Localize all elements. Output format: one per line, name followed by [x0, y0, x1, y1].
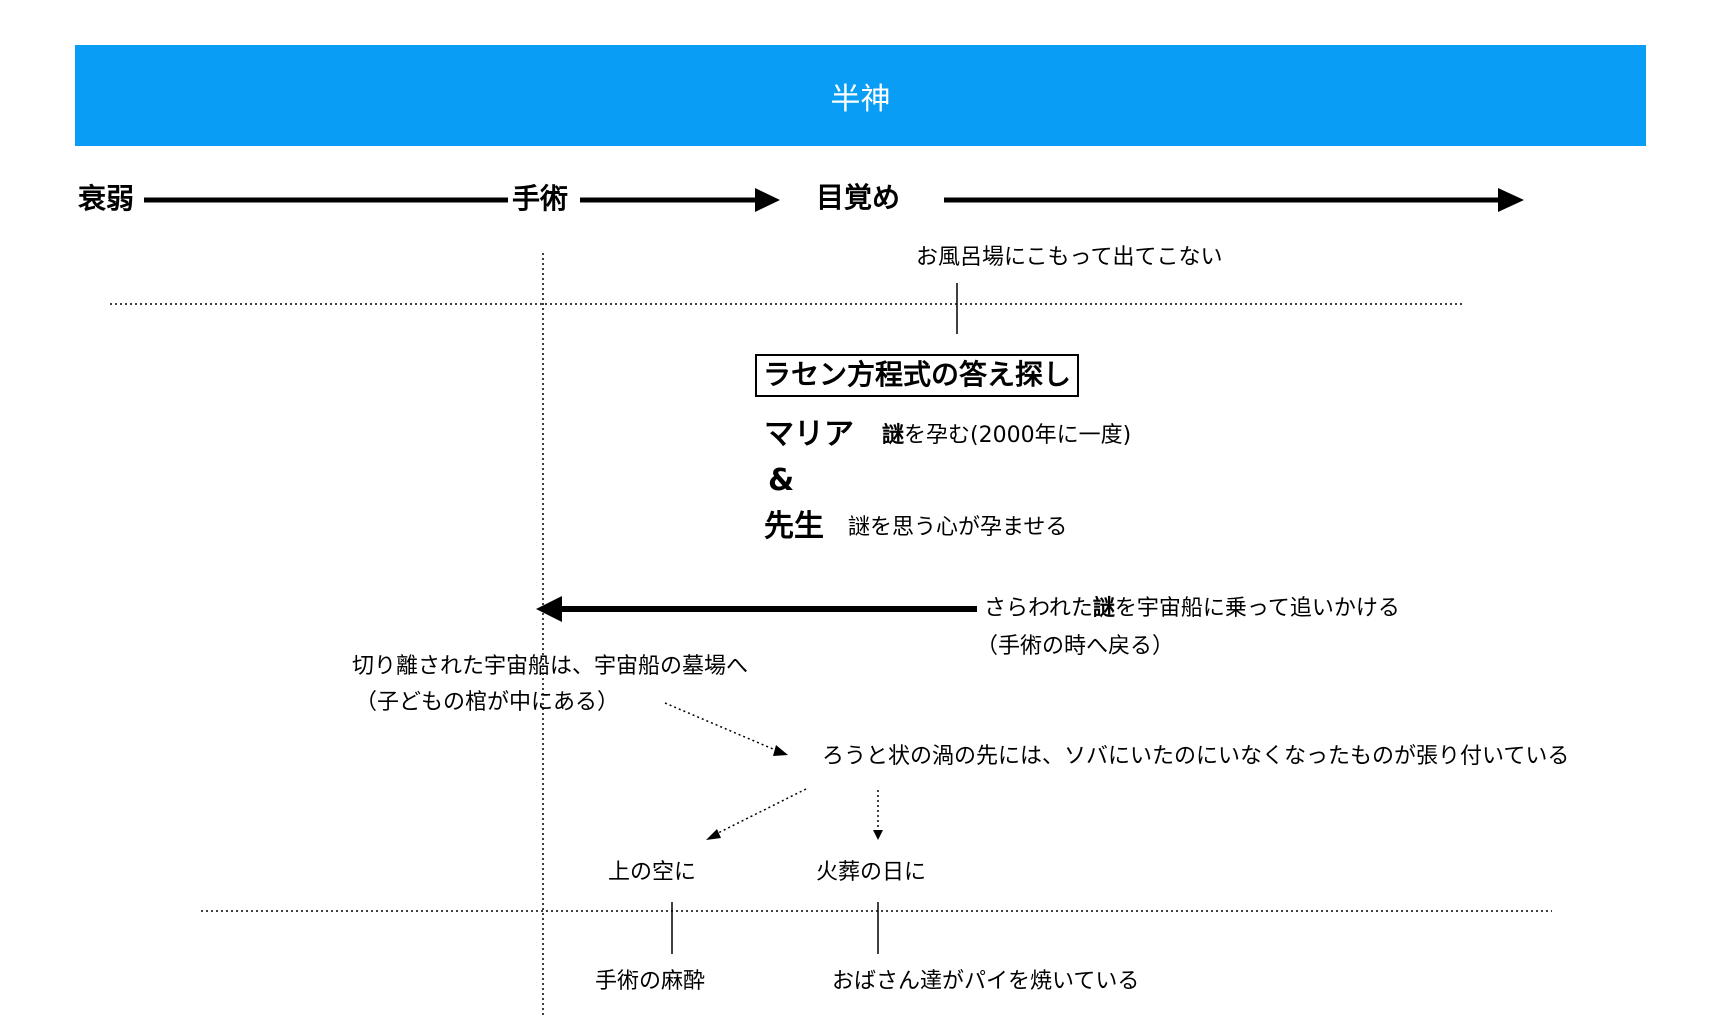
stage-decline: 衰弱	[78, 182, 135, 215]
ship-to-vortex-arrow	[664, 702, 781, 753]
vortex-to-sky-arrow	[713, 788, 807, 836]
chase-note-line2: （手術の時へ戻る）	[976, 634, 1175, 659]
cremation-label: 火葬の日に	[816, 860, 927, 885]
maria-description-rest: を孕む(2000年に一度)	[904, 423, 1132, 448]
anesthesia-note: 手術の麻酔	[595, 969, 706, 994]
chase-note-line1: さらわれた謎を宇宙船に乗って追いかける	[984, 598, 1400, 620]
separated-ship-line1: 切り離された宇宙船は、宇宙船の墓場へ	[352, 654, 749, 679]
vortex-to-sky-arrowhead	[706, 829, 721, 840]
sensei-description: 謎を思う心が孕ませる	[848, 515, 1068, 540]
diagram-title: 半神	[830, 81, 891, 117]
chase-post: を宇宙船に乗って追いかける	[1114, 596, 1400, 621]
vortex-to-cremation-arrowhead	[873, 830, 883, 840]
ampersand: &	[768, 463, 795, 498]
timeline-arrowhead-2	[755, 188, 780, 212]
title-banner: 半神	[75, 45, 1646, 146]
separated-ship-line2: （子どもの棺が中にある）	[355, 690, 620, 715]
stage-awakening: 目覚め	[816, 181, 901, 214]
maria-name: マリア	[764, 417, 854, 452]
aunts-note: おばさん達がパイを焼いている	[832, 969, 1140, 994]
bath-note: お風呂場にこもって出てこない	[916, 245, 1223, 270]
ship-to-vortex-arrowhead	[773, 745, 788, 756]
maria-description: 謎を孕む(2000年に一度)	[882, 425, 1131, 447]
chase-pre: さらわれた	[984, 596, 1093, 621]
chase-arrowhead	[536, 596, 562, 622]
vortex-note: ろうと状の渦の先には、ソバにいたのにいなくなったものが張り付いている	[822, 744, 1570, 769]
sky-label: 上の空に	[608, 860, 697, 885]
chase-mystery-word: 謎	[1092, 596, 1115, 621]
timeline-arrowhead-3	[1498, 188, 1524, 212]
sensei-name: 先生	[764, 509, 824, 544]
maria-mystery-word: 謎	[882, 423, 905, 448]
stage-surgery: 手術	[512, 182, 569, 215]
main-topic-box: ラセン方程式の答え探し	[755, 354, 1080, 397]
